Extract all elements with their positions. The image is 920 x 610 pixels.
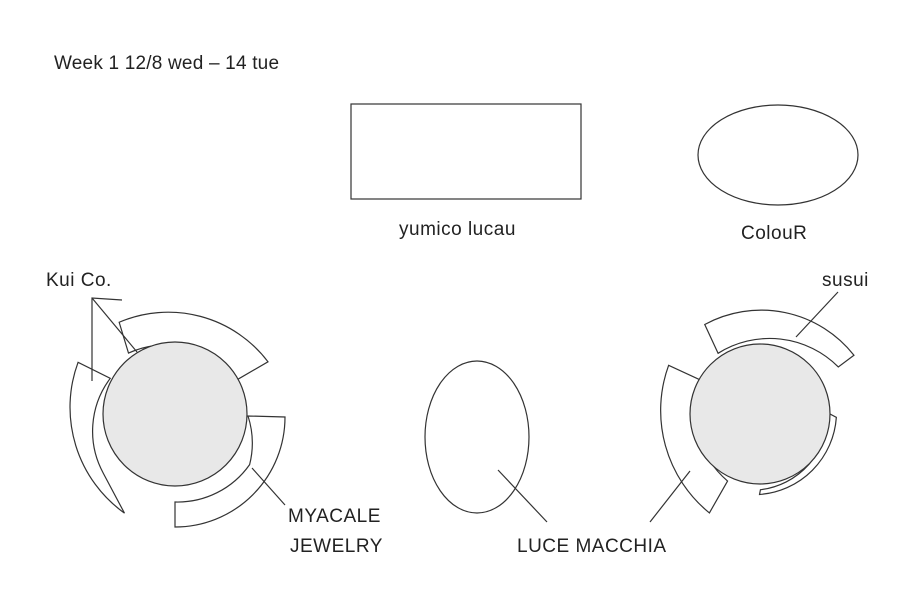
luce-macchia-label: LUCE MACCHIA bbox=[517, 536, 667, 557]
yumico-lucau-booth bbox=[350, 103, 582, 200]
left-round-table bbox=[102, 341, 248, 487]
kui-co-label: Kui Co. bbox=[46, 270, 112, 291]
luce-macchia-booth bbox=[424, 360, 530, 514]
colour-label: ColouR bbox=[741, 223, 808, 244]
colour-booth bbox=[697, 104, 859, 206]
kui-leader-branch bbox=[91, 297, 138, 353]
page-title: Week 1 12/8 wed – 14 tue bbox=[54, 53, 280, 74]
kui-booth-left bbox=[69, 361, 125, 514]
right-round-table bbox=[689, 343, 831, 485]
myacale-leader bbox=[251, 467, 286, 506]
susui-label: susui bbox=[822, 270, 869, 291]
right-booth-leader bbox=[649, 470, 691, 523]
susui-booth bbox=[703, 309, 855, 368]
myacale-booth bbox=[174, 415, 286, 528]
yumico-lucau-label: yumico lucau bbox=[399, 219, 516, 240]
kui-leader bbox=[91, 297, 123, 381]
myacale-label-line2: JEWELRY bbox=[290, 536, 383, 557]
luce-macchia-leader bbox=[497, 469, 548, 523]
susui-leader bbox=[795, 291, 839, 338]
myacale-label-line1: MYACALE bbox=[288, 506, 381, 527]
